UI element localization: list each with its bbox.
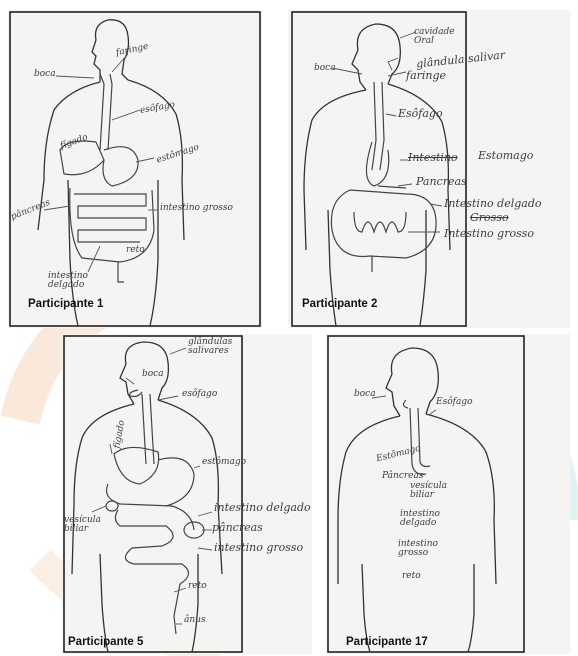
label-estomago: Estomago bbox=[478, 150, 533, 161]
label-esofago: Esôfago bbox=[436, 398, 472, 407]
label-intestino-grosso: intestino grosso bbox=[160, 204, 233, 213]
panel-caption: Participante 2 bbox=[302, 298, 377, 310]
label-intestino-delgado: intestino delgado bbox=[48, 272, 110, 290]
label-esofago: esôfago bbox=[182, 390, 217, 399]
panel-caption: Participante 1 bbox=[28, 298, 103, 310]
label-intestino-grosso: intestino grosso bbox=[214, 542, 303, 553]
label-intestino-delgado: Intestino delgado bbox=[444, 198, 541, 209]
label-faringe: faringe bbox=[406, 70, 446, 81]
panel-participante-17: boca Esôfago Estômago Pâncreas vesícula … bbox=[326, 334, 570, 654]
label-reto: reto bbox=[188, 582, 207, 591]
label-vesicula-biliar: vesícula biliar bbox=[410, 482, 454, 500]
label-anus: ânus bbox=[184, 616, 206, 625]
label-boca: boca bbox=[314, 64, 336, 73]
label-reto: reto bbox=[126, 246, 145, 255]
label-pancreas: pâncreas bbox=[212, 522, 263, 533]
label-grosso-struck: Grosso bbox=[470, 212, 509, 223]
label-boca: boca bbox=[354, 390, 376, 399]
panel-caption: Participante 17 bbox=[346, 636, 428, 648]
label-pancreas: Pâncreas bbox=[382, 472, 423, 481]
label-estomago: estômago bbox=[202, 458, 246, 467]
panel-participante-1: boca faringe esôfago fígado estômago pân… bbox=[8, 10, 262, 328]
label-pancreas: Pancreas bbox=[416, 176, 467, 187]
label-intestino-grosso: intestino grosso bbox=[398, 540, 442, 558]
label-boca: boca bbox=[34, 70, 56, 79]
label-intestino-grosso: Intestino grosso bbox=[444, 228, 534, 239]
label-glandulas-salivares: glândulas salivares bbox=[188, 338, 242, 356]
label-intestino: Intestino bbox=[408, 152, 458, 163]
panel-participante-2: cavidade Oral glândula salivar boca fari… bbox=[288, 10, 570, 328]
label-intestino-delgado: intestino delgado bbox=[400, 510, 444, 528]
panel-participante-5: glândulas salivares boca esôfago fígado … bbox=[62, 334, 312, 654]
label-reto: reto bbox=[402, 572, 421, 581]
label-cavidade-oral: cavidade Oral bbox=[414, 28, 460, 46]
label-intestino-delgado: intestino delgado bbox=[214, 502, 311, 513]
label-boca: boca bbox=[142, 370, 164, 379]
label-vesicula-biliar: vesícula biliar bbox=[64, 516, 104, 534]
label-esofago: Esôfago bbox=[398, 108, 443, 119]
panel-caption: Participante 5 bbox=[68, 636, 143, 648]
